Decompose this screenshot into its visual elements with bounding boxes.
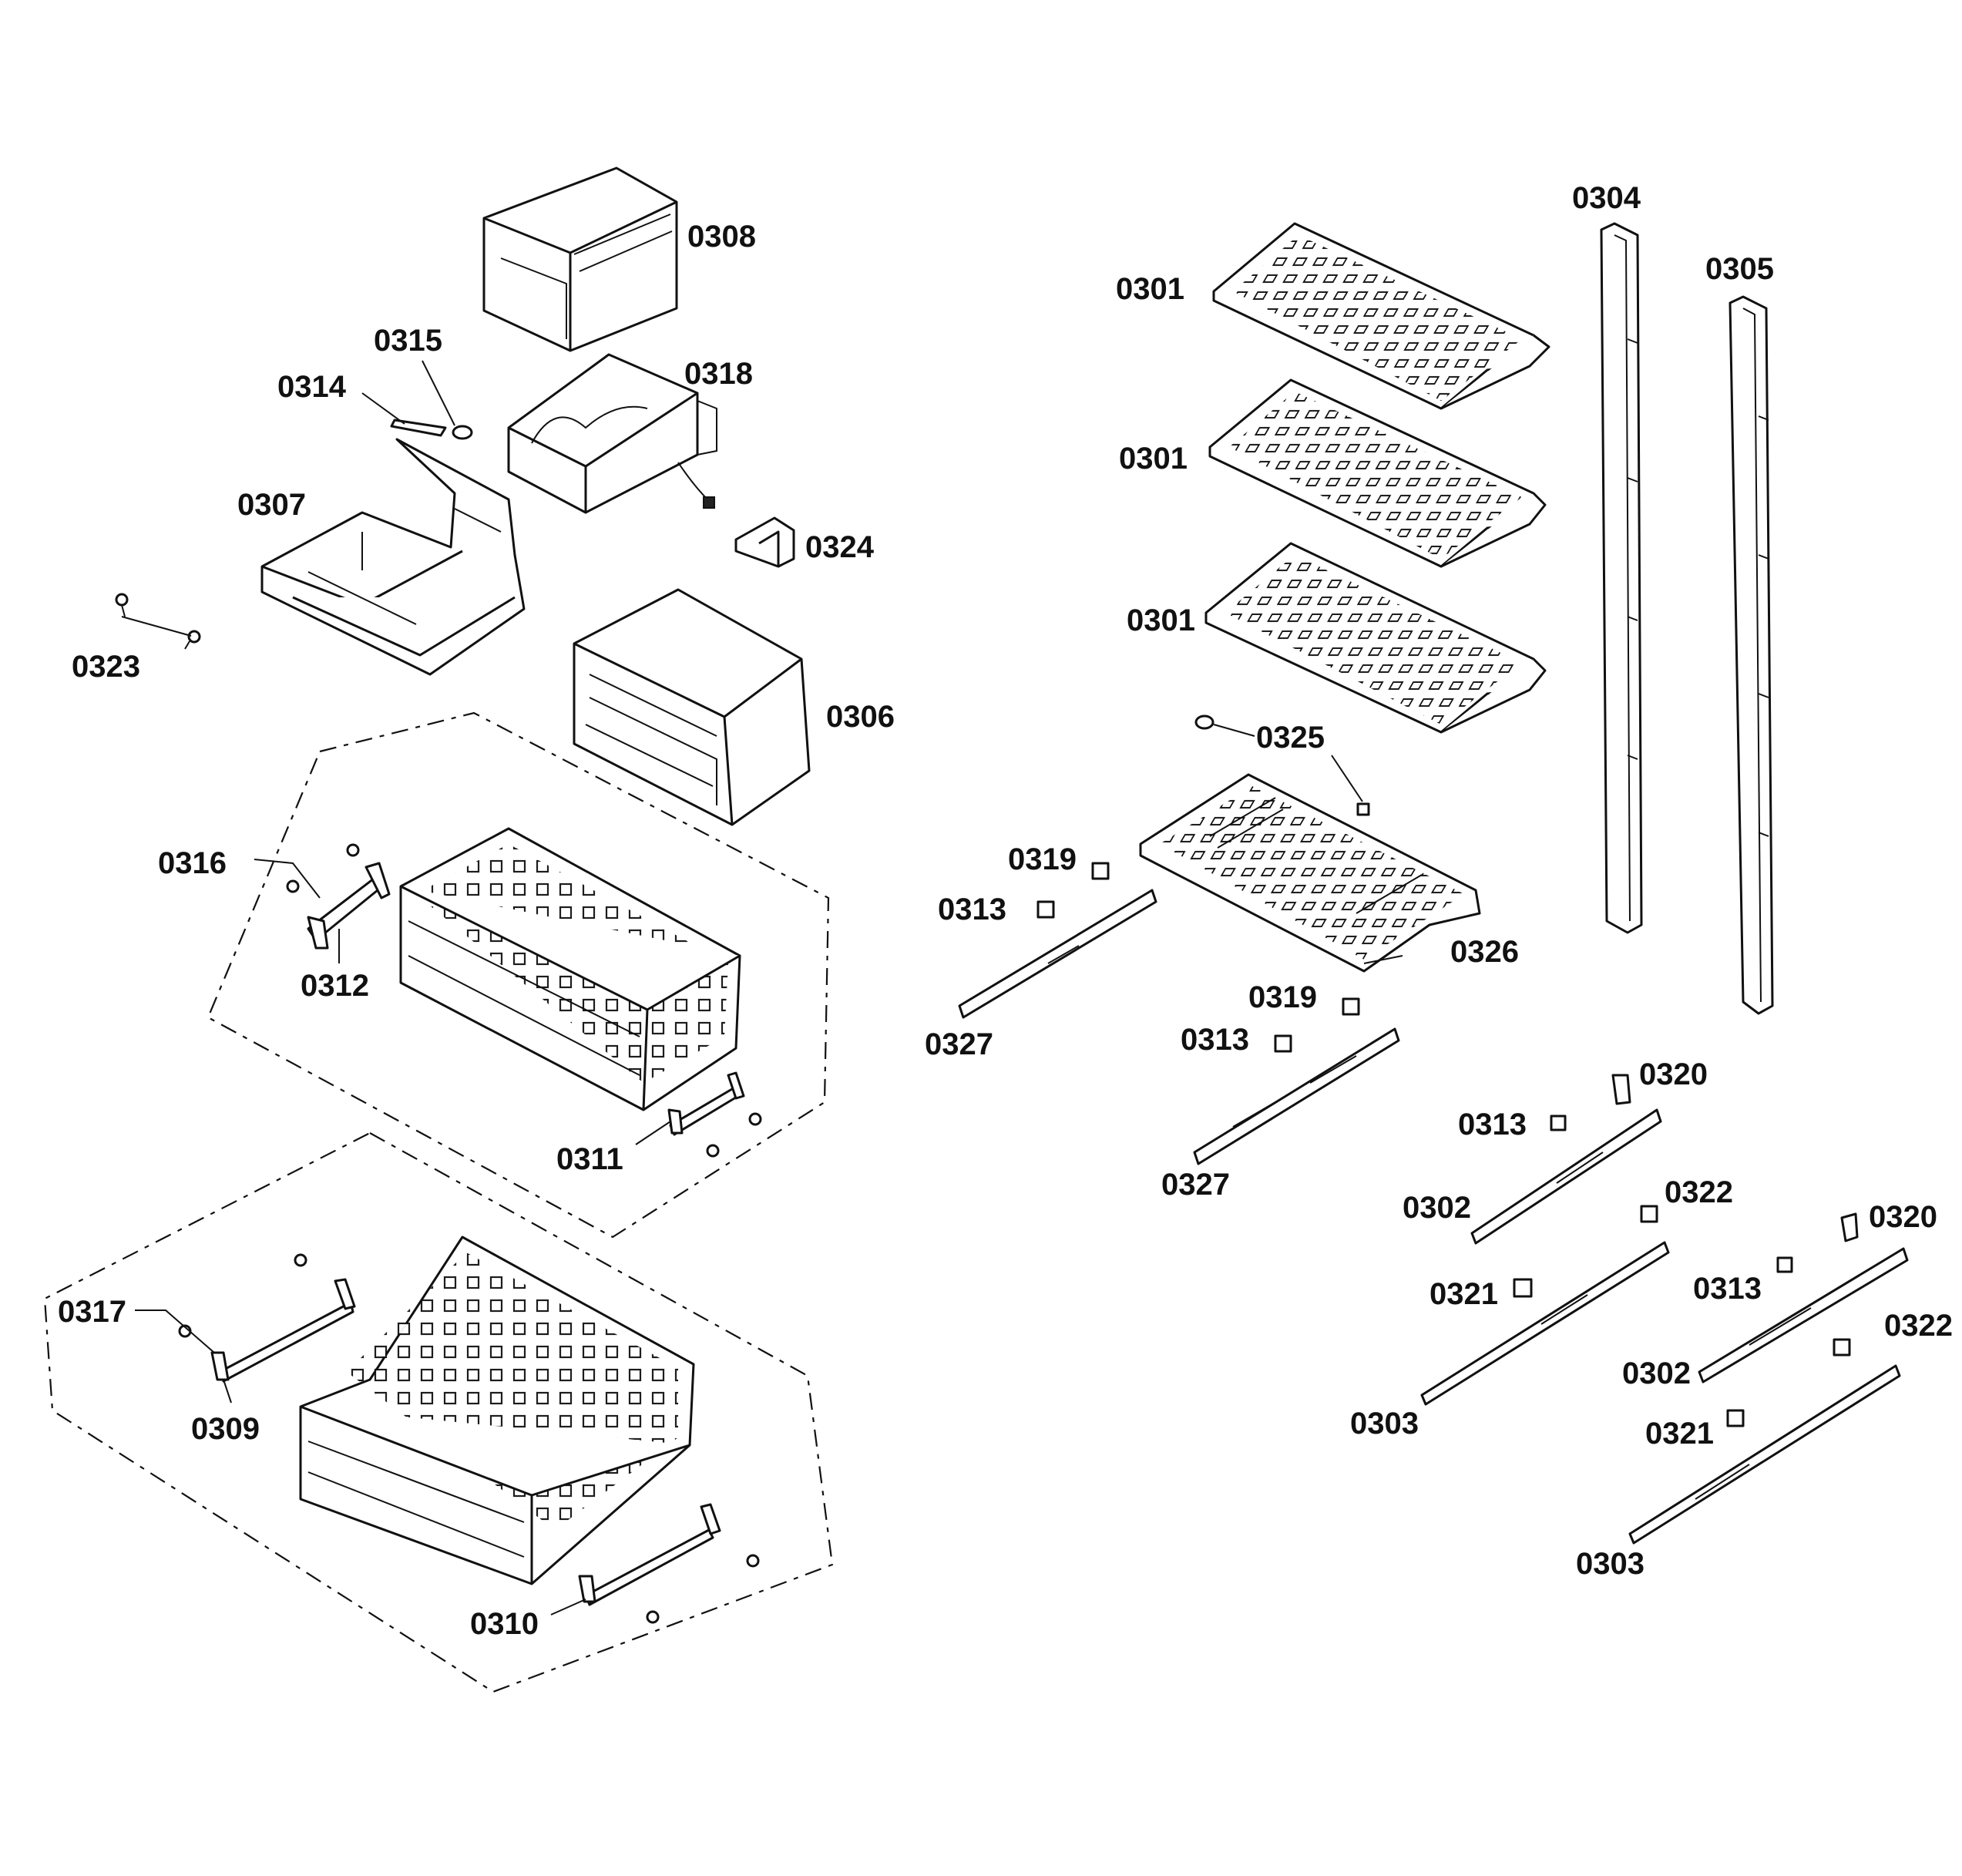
label-0313-upper: 0313 [938,893,1006,926]
label-0318: 0318 [684,357,753,391]
label-0311: 0311 [556,1142,623,1176]
label-0315: 0315 [374,324,442,358]
part-0310-rail [578,1503,760,1624]
label-0309: 0309 [191,1412,260,1446]
label-0312: 0312 [301,969,369,1003]
label-0310: 0310 [470,1607,539,1641]
label-0326: 0326 [1450,935,1519,969]
label-0313-c: 0313 [1458,1108,1527,1141]
label-0313-d: 0313 [1693,1272,1762,1306]
label-0321-b: 0321 [1645,1417,1714,1451]
label-0307: 0307 [237,488,306,522]
part-0309-rail [178,1253,356,1383]
label-0327-upper: 0327 [925,1027,993,1061]
part-0303-slide-b [1628,1338,1901,1545]
part-0315-clip [452,425,473,440]
part-0306-bin [573,588,811,826]
label-0306: 0306 [826,700,895,734]
label-0320-a: 0320 [1639,1057,1708,1091]
label-0303-b: 0303 [1576,1547,1645,1581]
part-0301-shelf-top [1212,222,1550,410]
label-0317: 0317 [58,1295,126,1329]
label-0320-b: 0320 [1869,1200,1937,1234]
part-0308-ice-bin [482,166,678,352]
part-0307-bracket-tray [260,438,526,676]
label-0302-b: 0302 [1622,1357,1691,1390]
label-0316: 0316 [158,846,227,880]
group-0316-outline [207,711,830,1239]
label-0327-lower: 0327 [1161,1168,1230,1202]
part-0316-basket [399,827,741,1111]
label-0304: 0304 [1572,181,1641,215]
label-0314: 0314 [277,370,347,404]
part-0301-shelf-middle [1208,378,1547,568]
part-0303-slide-a [1420,1205,1670,1406]
label-0321-a: 0321 [1430,1277,1498,1311]
label-0324: 0324 [805,530,875,564]
part-0311-rail [667,1071,762,1158]
label-0319-upper: 0319 [1008,842,1077,876]
part-labels: 0308 0315 0314 0318 0307 0324 0323 0306 … [58,181,1953,1641]
part-0305-vertical-rail [1729,295,1774,1015]
part-0325-clips [1194,714,1370,816]
part-0302-slide-b [1698,1212,1909,1383]
label-0325: 0325 [1256,721,1325,755]
part-0302-slide-a [1470,1074,1662,1245]
part-0317-basket [299,1236,695,1585]
label-0301-bottom: 0301 [1127,603,1195,637]
part-0301-shelf-bottom [1204,542,1547,734]
label-0319-lower: 0319 [1248,980,1317,1014]
label-0322-b: 0322 [1884,1309,1953,1343]
leader-lines [121,360,1403,1615]
part-0304-vertical-rail [1600,222,1643,934]
label-0322-a: 0322 [1665,1175,1733,1209]
part-0324-bracket [734,516,795,568]
part-0327-slide-lower [1193,997,1400,1165]
part-0327-slide-upper [958,862,1157,1019]
part-0318-ice-maker [507,353,717,514]
label-0301-middle: 0301 [1119,442,1188,476]
part-0312-rail [286,843,391,950]
part-0323-screws [115,593,201,650]
label-0303-a: 0303 [1350,1407,1419,1441]
label-0302-a: 0302 [1403,1191,1471,1225]
label-0308: 0308 [687,220,756,254]
part-0314-rod [390,419,447,437]
label-0323: 0323 [72,650,140,684]
label-0305: 0305 [1705,252,1774,286]
label-0313-lower: 0313 [1181,1023,1249,1057]
part-0326-shelf [1139,773,1481,973]
label-0301-top: 0301 [1116,272,1184,306]
